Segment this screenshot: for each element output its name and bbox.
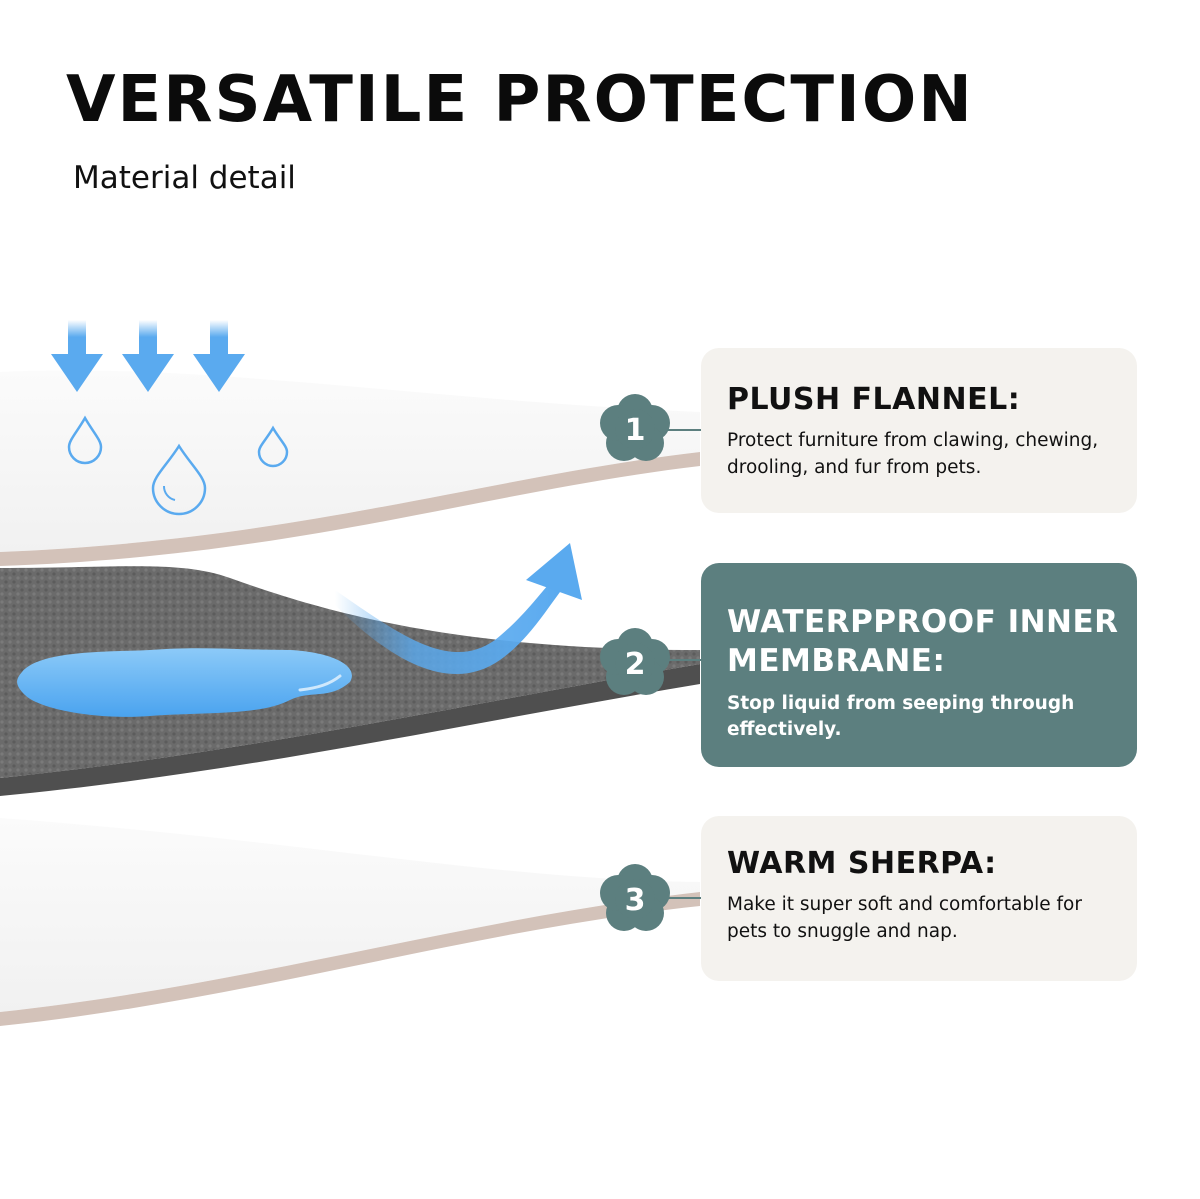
water-drop-icon bbox=[67, 415, 289, 516]
number-badge-icon: 3 bbox=[600, 864, 670, 931]
down-arrow-icon bbox=[122, 320, 174, 392]
card-description: Protect furniture from clawing, chewing,… bbox=[727, 430, 1099, 478]
down-arrow-icon bbox=[51, 320, 103, 392]
curved-arrow-icon bbox=[335, 543, 582, 675]
badge-number-3: 3 bbox=[625, 883, 646, 918]
plush-flannel-card: PLUSH FLANNEL: Protect furniture from cl… bbox=[701, 348, 1137, 513]
page-title: VERSATILE PROTECTION bbox=[66, 63, 974, 137]
warm-sherpa-card: WARM SHERPA: Make it super soft and comf… bbox=[701, 816, 1137, 981]
number-badge-icon: 1 bbox=[600, 394, 670, 461]
card-heading: PLUSH FLANNEL: bbox=[727, 382, 1021, 417]
number-badge-icon: 2 bbox=[600, 628, 670, 695]
water-puddle-icon bbox=[17, 648, 352, 717]
badge-number-2: 2 bbox=[625, 647, 646, 682]
card-description: Stop liquid from seeping through effecti… bbox=[727, 692, 1075, 741]
waterproof-membrane-card: WATERPPROOF INNER MEMBRANE: Stop liquid … bbox=[701, 563, 1137, 767]
page-subtitle: Material detail bbox=[73, 160, 296, 196]
card-heading: WATERPPROOF INNER MEMBRANE: bbox=[727, 604, 1119, 679]
plush-flannel-layer bbox=[0, 370, 700, 566]
warm-sherpa-layer bbox=[0, 818, 700, 1026]
down-arrow-icon bbox=[193, 320, 245, 392]
card-heading: WARM SHERPA: bbox=[727, 846, 997, 881]
badge-number-1: 1 bbox=[625, 413, 646, 448]
card-description: Make it super soft and comfortable for p… bbox=[727, 894, 1082, 942]
